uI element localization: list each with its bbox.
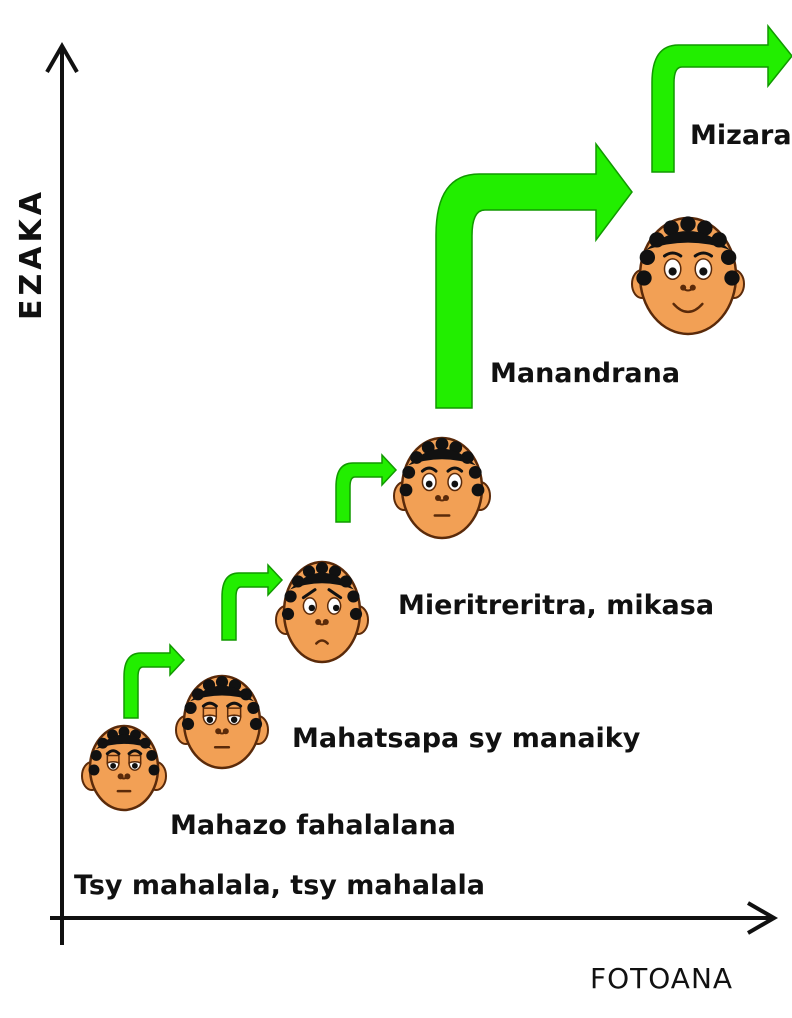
stage-label-6: Mizara [690,120,792,151]
step-arrow-3 [336,455,396,522]
worried-face-icon [276,562,368,662]
sleepy-face-icon [82,726,166,810]
stage-label-1: Tsy mahalala, tsy mahalala [74,870,485,901]
stage-label-4: Mieritreritra, mikasa [398,590,714,621]
doubtful-face-icon [176,676,268,768]
stage-label-3: Mahatsapa sy manaiky [292,723,640,754]
step-arrow-2 [222,565,282,640]
stage-label-5: Manandrana [490,358,680,389]
y-axis-label: EZAKA [14,188,49,320]
stage-label-2: Mahazo fahalalana [170,810,456,841]
smiling-face-icon [632,216,744,334]
step-arrow-1 [124,645,184,718]
thinking-face-icon [394,438,490,538]
x-axis-label: FOTOANA [590,962,733,995]
